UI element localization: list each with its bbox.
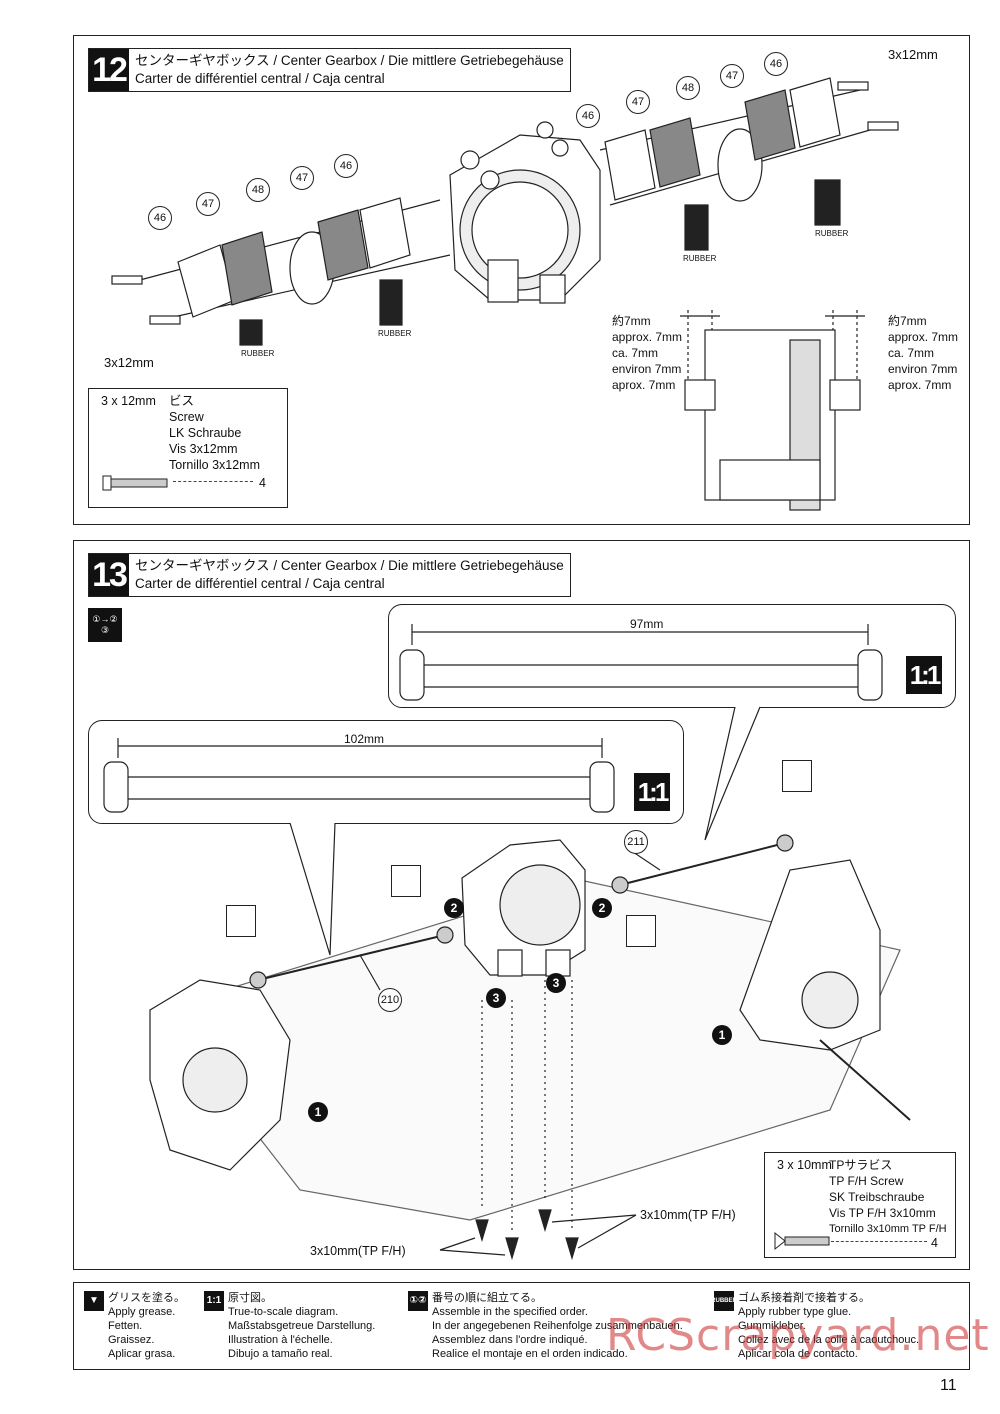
grease-icon: [626, 915, 656, 947]
rubber-glue-icon: RUBBER: [711, 1291, 737, 1311]
grease-icon: [391, 865, 421, 897]
part-48-callout: 48: [246, 178, 270, 202]
screw-icon: [774, 1231, 830, 1251]
step-order-badge: 2: [592, 898, 612, 918]
part-48-callout: 48: [676, 76, 700, 100]
step-order-badge: 3: [486, 988, 506, 1008]
step-12-parts-box: 3 x 12mm ビス Screw LK Schraube Vis 3x12mm…: [88, 388, 288, 508]
part-47-callout: 47: [196, 192, 220, 216]
parts-size: 3 x 10mm: [777, 1158, 832, 1172]
part-46-callout: 46: [148, 206, 172, 230]
rubber-label: RUBBER: [241, 349, 275, 358]
scale-icon: 1:1: [906, 656, 942, 694]
screw-icon: [102, 475, 168, 491]
step-12-title-line1: センターギヤボックス / Center Gearbox / Die mittle…: [135, 53, 564, 68]
part-46-callout: 46: [576, 104, 600, 128]
shaft-102mm-label: 102mm: [344, 732, 385, 746]
dimension-left: 約7mm approx. 7mm ca. 7mm environ 7mm apr…: [612, 314, 683, 392]
step-12-header: 12 センターギヤボックス / Center Gearbox / Die mit…: [88, 48, 571, 92]
screw-label-left: 3x10mm(TP F/H): [310, 1244, 406, 1258]
watermark: RCScrapyard.net: [606, 1310, 990, 1361]
step-order-badge: 2: [444, 898, 464, 918]
screw-size-label-bottom: 3x12mm: [104, 355, 154, 370]
order-icon: ①→② ③: [88, 608, 122, 642]
step-order-badge: 3: [546, 973, 566, 993]
scale-icon: 1:1: [634, 773, 670, 811]
part-47-callout: 47: [290, 166, 314, 190]
part-46-callout: 46: [334, 154, 358, 178]
part-47-callout: 47: [626, 90, 650, 114]
shaft-97mm-label: 97mm: [630, 617, 664, 631]
screw-size-label-top: 3x12mm: [888, 47, 938, 62]
dimension-right: 約7mm approx. 7mm ca. 7mm environ 7mm apr…: [888, 314, 959, 392]
step-13-title-line1: センターギヤボックス / Center Gearbox / Die mittle…: [135, 558, 564, 573]
step-13-parts-box: 3 x 10mm TPサラビス TP F/H Screw SK Treibsch…: [764, 1152, 956, 1258]
part-211-callout: 211: [624, 830, 648, 854]
parts-qty: 4: [931, 1236, 938, 1250]
part-47-callout: 47: [720, 64, 744, 88]
part-210-callout: 210: [378, 988, 402, 1012]
grease-icon: ▼: [84, 1291, 104, 1311]
page-number: 11: [940, 1377, 957, 1394]
parts-size: 3 x 12mm: [101, 394, 156, 408]
rubber-label: RUBBER: [378, 329, 412, 338]
grease-icon: [226, 905, 256, 937]
screw-label-right: 3x10mm(TP F/H): [640, 1208, 736, 1222]
step-13-title-line2: Carter de différentiel central / Caja ce…: [135, 576, 385, 591]
step-12-number: 12: [89, 49, 129, 91]
part-46-callout: 46: [764, 52, 788, 76]
parts-qty: 4: [259, 476, 266, 490]
step-12-title-line2: Carter de différentiel central / Caja ce…: [135, 71, 385, 86]
rubber-label: RUBBER: [815, 229, 849, 238]
scale-icon: 1:1: [204, 1291, 224, 1311]
step-order-badge: 1: [308, 1102, 328, 1122]
rubber-label: RUBBER: [683, 254, 717, 263]
grease-icon: [782, 760, 812, 792]
step-order-badge: 1: [712, 1025, 732, 1045]
step-13-header: 13 センターギヤボックス / Center Gearbox / Die mit…: [88, 553, 571, 597]
order-icon: ①②: [408, 1291, 428, 1311]
step-13-number: 13: [89, 554, 129, 596]
shaft-102mm-bubble: [88, 720, 684, 824]
legend-panel: ▼ グリスを塗る。 Apply grease. Fetten. Graissez…: [73, 1282, 970, 1370]
